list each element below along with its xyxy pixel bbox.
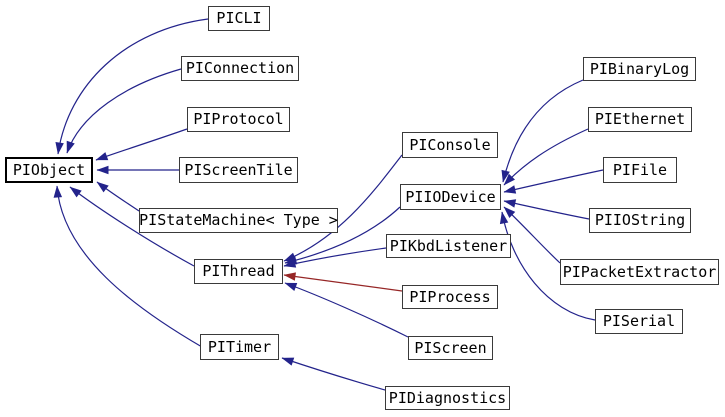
class-node-PIIOString[interactable]: PIIOString	[589, 208, 691, 233]
edge-PICLI-to-PIObject	[55, 18, 209, 155]
class-node-PIDiagnostics[interactable]: PIDiagnostics	[385, 386, 510, 410]
class-node-PIStateMachine[interactable]: PIStateMachine< Type >	[139, 208, 338, 233]
class-node-label: PIProcess	[409, 287, 491, 306]
class-node-label: PIScreen	[414, 338, 487, 357]
class-node-label: PIThread	[202, 262, 275, 280]
class-node-PIObject[interactable]: PIObject	[5, 157, 93, 183]
class-node-label: PIFile	[612, 160, 668, 179]
class-node-label: PIIODevice	[405, 187, 496, 206]
class-node-label: PIProtocol	[193, 110, 284, 128]
edge-PIConsole-to-PIThread	[283, 154, 403, 262]
class-node-PIScreenTile[interactable]: PIScreenTile	[179, 157, 298, 183]
class-node-PICLI[interactable]: PICLI	[208, 6, 270, 31]
edge-PIIOString-to-PIIODevice	[503, 199, 590, 220]
class-node-label: PICLI	[216, 9, 262, 27]
class-node-label: PIDiagnostics	[388, 388, 507, 407]
class-node-PIKbdListener[interactable]: PIKbdListener	[386, 234, 511, 258]
class-node-PISerial[interactable]: PISerial	[595, 309, 683, 334]
edge-PIConnection-to-PIObject	[66, 68, 182, 154]
class-node-label: PISerial	[602, 312, 676, 330]
class-node-label: PIConsole	[409, 135, 491, 154]
class-node-label: PIIOString	[594, 211, 686, 229]
edge-PIPacketExtractor-to-PIIODevice	[503, 206, 561, 264]
class-node-PIConsole[interactable]: PIConsole	[402, 132, 498, 158]
class-node-PIFile[interactable]: PIFile	[603, 157, 677, 183]
class-node-PIScreen[interactable]: PIScreen	[408, 336, 493, 360]
edge-PITimer-to-PIObject	[53, 185, 203, 348]
class-node-label: PIConnection	[185, 59, 295, 77]
class-node-label: PIKbdListener	[389, 236, 508, 255]
class-node-label: PIPacketExtractor	[562, 262, 717, 281]
edge-PIProcess-to-PIThread	[283, 272, 403, 292]
class-node-PIThread[interactable]: PIThread	[194, 259, 283, 284]
edge-PIKbdListener-to-PIThread	[283, 247, 387, 268]
edge-PISerial-to-PIIODevice	[499, 211, 596, 321]
class-node-PITimer[interactable]: PITimer	[200, 334, 279, 360]
class-node-PIEthernet[interactable]: PIEthernet	[588, 107, 692, 132]
edge-PIBinaryLog-to-PIIODevice	[501, 79, 584, 183]
edge-PIProtocol-to-PIObject	[95, 128, 188, 161]
edge-PIFile-to-PIIODevice	[503, 169, 604, 194]
edge-PIIODevice-to-PIThread	[284, 206, 401, 265]
edge-PIScreen-to-PIThread	[284, 282, 409, 338]
edge-PIDiagnostics-to-PITimer	[281, 357, 386, 391]
edge-PIEthernet-to-PIIODevice	[503, 128, 589, 186]
class-node-label: PIScreenTile	[184, 160, 293, 179]
class-node-PIProtocol[interactable]: PIProtocol	[187, 107, 290, 132]
class-node-PIIODevice[interactable]: PIIODevice	[400, 184, 501, 210]
class-node-PIProcess[interactable]: PIProcess	[402, 285, 498, 309]
class-node-PIBinaryLog[interactable]: PIBinaryLog	[583, 57, 696, 81]
class-node-label: PIEthernet	[594, 110, 686, 128]
class-node-label: PIBinaryLog	[589, 59, 690, 78]
class-node-label: PIStateMachine< Type >	[139, 211, 338, 229]
class-node-label: PIObject	[12, 160, 86, 179]
class-node-PIConnection[interactable]: PIConnection	[181, 56, 299, 81]
class-node-PIPacketExtractor[interactable]: PIPacketExtractor	[560, 259, 719, 285]
edge-PIStateMachine-to-PIObject	[96, 181, 140, 212]
class-node-label: PITimer	[207, 337, 272, 356]
edge-PIThread-to-PIObject	[69, 186, 195, 267]
